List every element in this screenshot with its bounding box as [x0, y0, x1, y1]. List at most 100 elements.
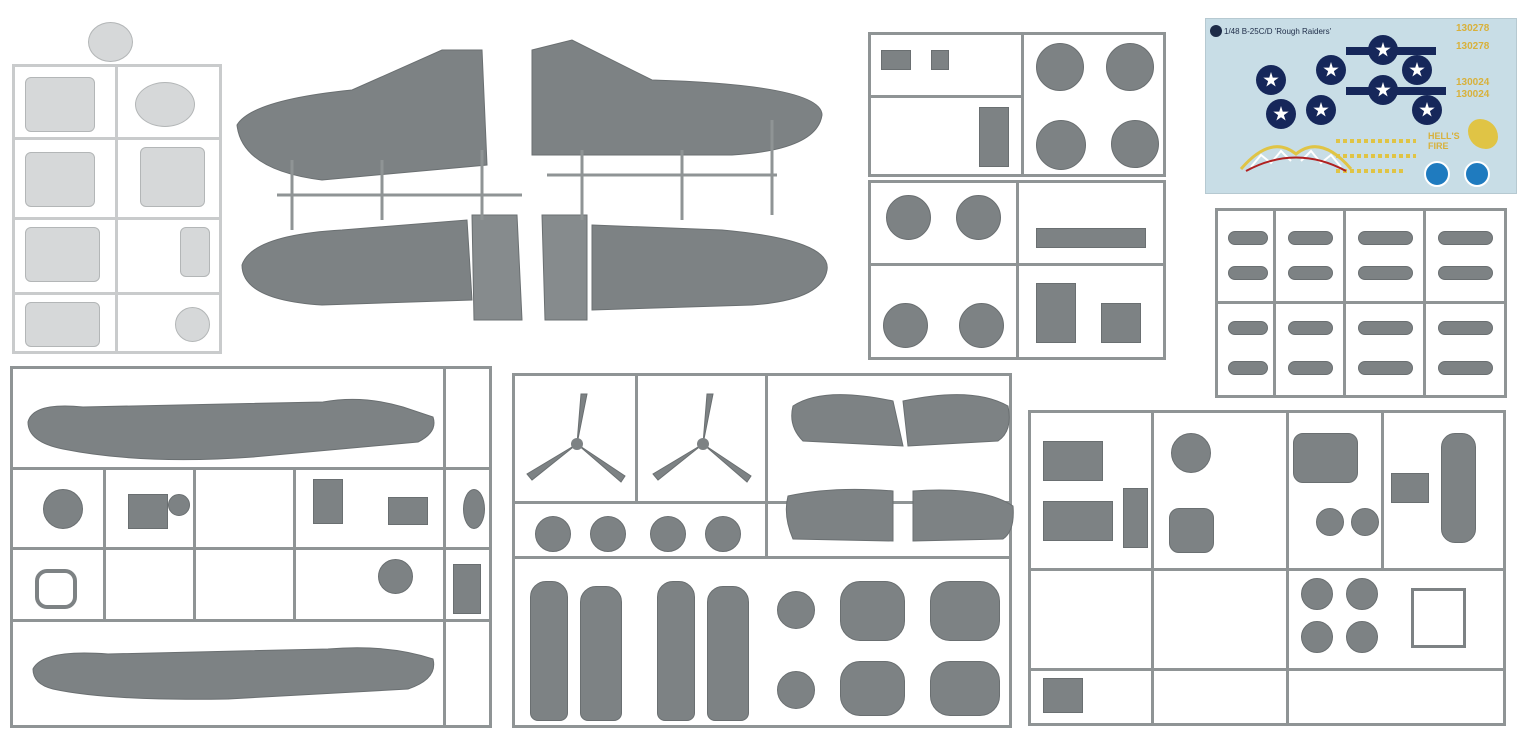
- cowling-part: [883, 303, 928, 348]
- wing-halves: [236, 39, 828, 321]
- gear-door-part: [840, 581, 905, 641]
- wheel-part: [1351, 508, 1379, 536]
- turret-dome-part: [378, 559, 413, 594]
- cowling-part: [959, 303, 1004, 348]
- canopy-part: [140, 147, 205, 207]
- frame-part: [1411, 588, 1466, 648]
- bomb-part: [1288, 321, 1333, 335]
- bomb-part: [1438, 231, 1493, 245]
- cockpit-part: [313, 479, 343, 524]
- shark-mouth-decal: [1239, 145, 1353, 172]
- bomb-part: [1228, 266, 1268, 280]
- detail-sprue: [1028, 410, 1506, 726]
- tail-fin-part: [1441, 433, 1476, 543]
- wheel-part: [1346, 621, 1378, 653]
- canopy-part: [25, 152, 95, 207]
- wheel-part: [463, 489, 485, 529]
- squadron-roundel-icon: [1464, 161, 1490, 187]
- seat-part: [1043, 678, 1083, 713]
- dome-part: [1171, 433, 1211, 473]
- insignia-star-icon: [1402, 55, 1432, 85]
- squadron-roundel-icon: [1424, 161, 1450, 187]
- small-part: [881, 50, 911, 70]
- cylinder-bank-part: [535, 516, 571, 552]
- clear-canopy-sprue: [12, 64, 222, 354]
- decal-sheet-title: 1/48 B-25C/D 'Rough Raiders': [1224, 27, 1332, 36]
- bomb-part: [1438, 361, 1493, 375]
- cockpit-part: [388, 497, 428, 525]
- bomb-part: [1228, 321, 1268, 335]
- tailplane-part: [791, 394, 1010, 447]
- tailplane-part: [785, 488, 1014, 542]
- nacelle-part: [580, 586, 622, 721]
- serial-number-decal: 130278: [1456, 23, 1490, 34]
- cockpit-part: [128, 494, 168, 529]
- serial-number-decal: 130024: [1456, 89, 1490, 100]
- insignia-star-icon: [1316, 55, 1346, 85]
- cowling-part: [886, 195, 931, 240]
- engine-part: [979, 107, 1009, 167]
- cylinder-bank-part: [777, 591, 815, 629]
- engine-nacelle-sprue-lower: [868, 180, 1166, 360]
- cowling-part: [1106, 43, 1154, 91]
- gear-door-part: [840, 661, 905, 716]
- bomb-part: [1358, 231, 1413, 245]
- serial-number-decal: 130024: [1456, 77, 1490, 88]
- propeller-part: [526, 393, 626, 483]
- bomb-part: [1288, 361, 1333, 375]
- tail-fin-part: [1391, 473, 1429, 503]
- panel-part: [1169, 508, 1214, 553]
- gear-door-part: [930, 661, 1000, 716]
- canopy-part: [175, 307, 210, 342]
- cowling-part: [1036, 43, 1084, 91]
- bomb-part: [1228, 231, 1268, 245]
- bomb-part: [1438, 266, 1493, 280]
- decal-stripes: [1336, 154, 1416, 158]
- canopy-part: [25, 227, 100, 282]
- wing-sprue: [232, 30, 832, 330]
- insignia-star-icon: [1306, 95, 1336, 125]
- nacelle-part: [530, 581, 568, 721]
- seat-part: [453, 564, 481, 614]
- decal-stripes: [1336, 169, 1406, 173]
- bay-part: [1293, 433, 1358, 483]
- insignia-star-icon: [1412, 95, 1442, 125]
- nacelle-part: [707, 586, 749, 721]
- bomb-sprue: [1215, 208, 1507, 398]
- decal-sheet: 1/48 B-25C/D 'Rough Raiders' 130278 1302…: [1205, 18, 1517, 194]
- bulkhead-part: [1043, 501, 1113, 541]
- canopy-part: [25, 77, 95, 132]
- gear-door-part: [930, 581, 1000, 641]
- wheel-part: [1346, 578, 1378, 610]
- wheel-part: [1301, 578, 1333, 610]
- cowling-part: [1111, 120, 1159, 168]
- detail-part: [1036, 283, 1076, 343]
- insignia-star-icon: [1368, 75, 1398, 105]
- canopy-part: [135, 82, 195, 127]
- cylinder-bank-part: [705, 516, 741, 552]
- bomb-part: [1358, 361, 1413, 375]
- cylinder-bank-part: [590, 516, 626, 552]
- propeller-part: [652, 393, 752, 483]
- small-part: [931, 50, 949, 70]
- bomb-part: [1358, 266, 1413, 280]
- insignia-star-icon: [1368, 35, 1398, 65]
- window-frame-part: [35, 569, 77, 609]
- insignia-star-icon: [1266, 99, 1296, 129]
- panel-part: [1123, 488, 1148, 548]
- serial-number-decal: 130278: [1456, 41, 1490, 52]
- wheel-part: [1316, 508, 1344, 536]
- cylinder-bank-part: [650, 516, 686, 552]
- detail-part: [1101, 303, 1141, 343]
- propeller-sprue: [512, 373, 1014, 728]
- nose-art-decal: HELL'S FIRE: [1428, 131, 1460, 151]
- canopy-part: [180, 227, 210, 277]
- nose-art-figure: [1468, 119, 1498, 149]
- turret-part: [43, 489, 83, 529]
- cowling-part: [1036, 120, 1086, 170]
- insignia-star-icon: [1256, 65, 1286, 95]
- wheel-part: [1301, 621, 1333, 653]
- nacelle-part: [657, 581, 695, 721]
- cylinder-bank-part: [777, 671, 815, 709]
